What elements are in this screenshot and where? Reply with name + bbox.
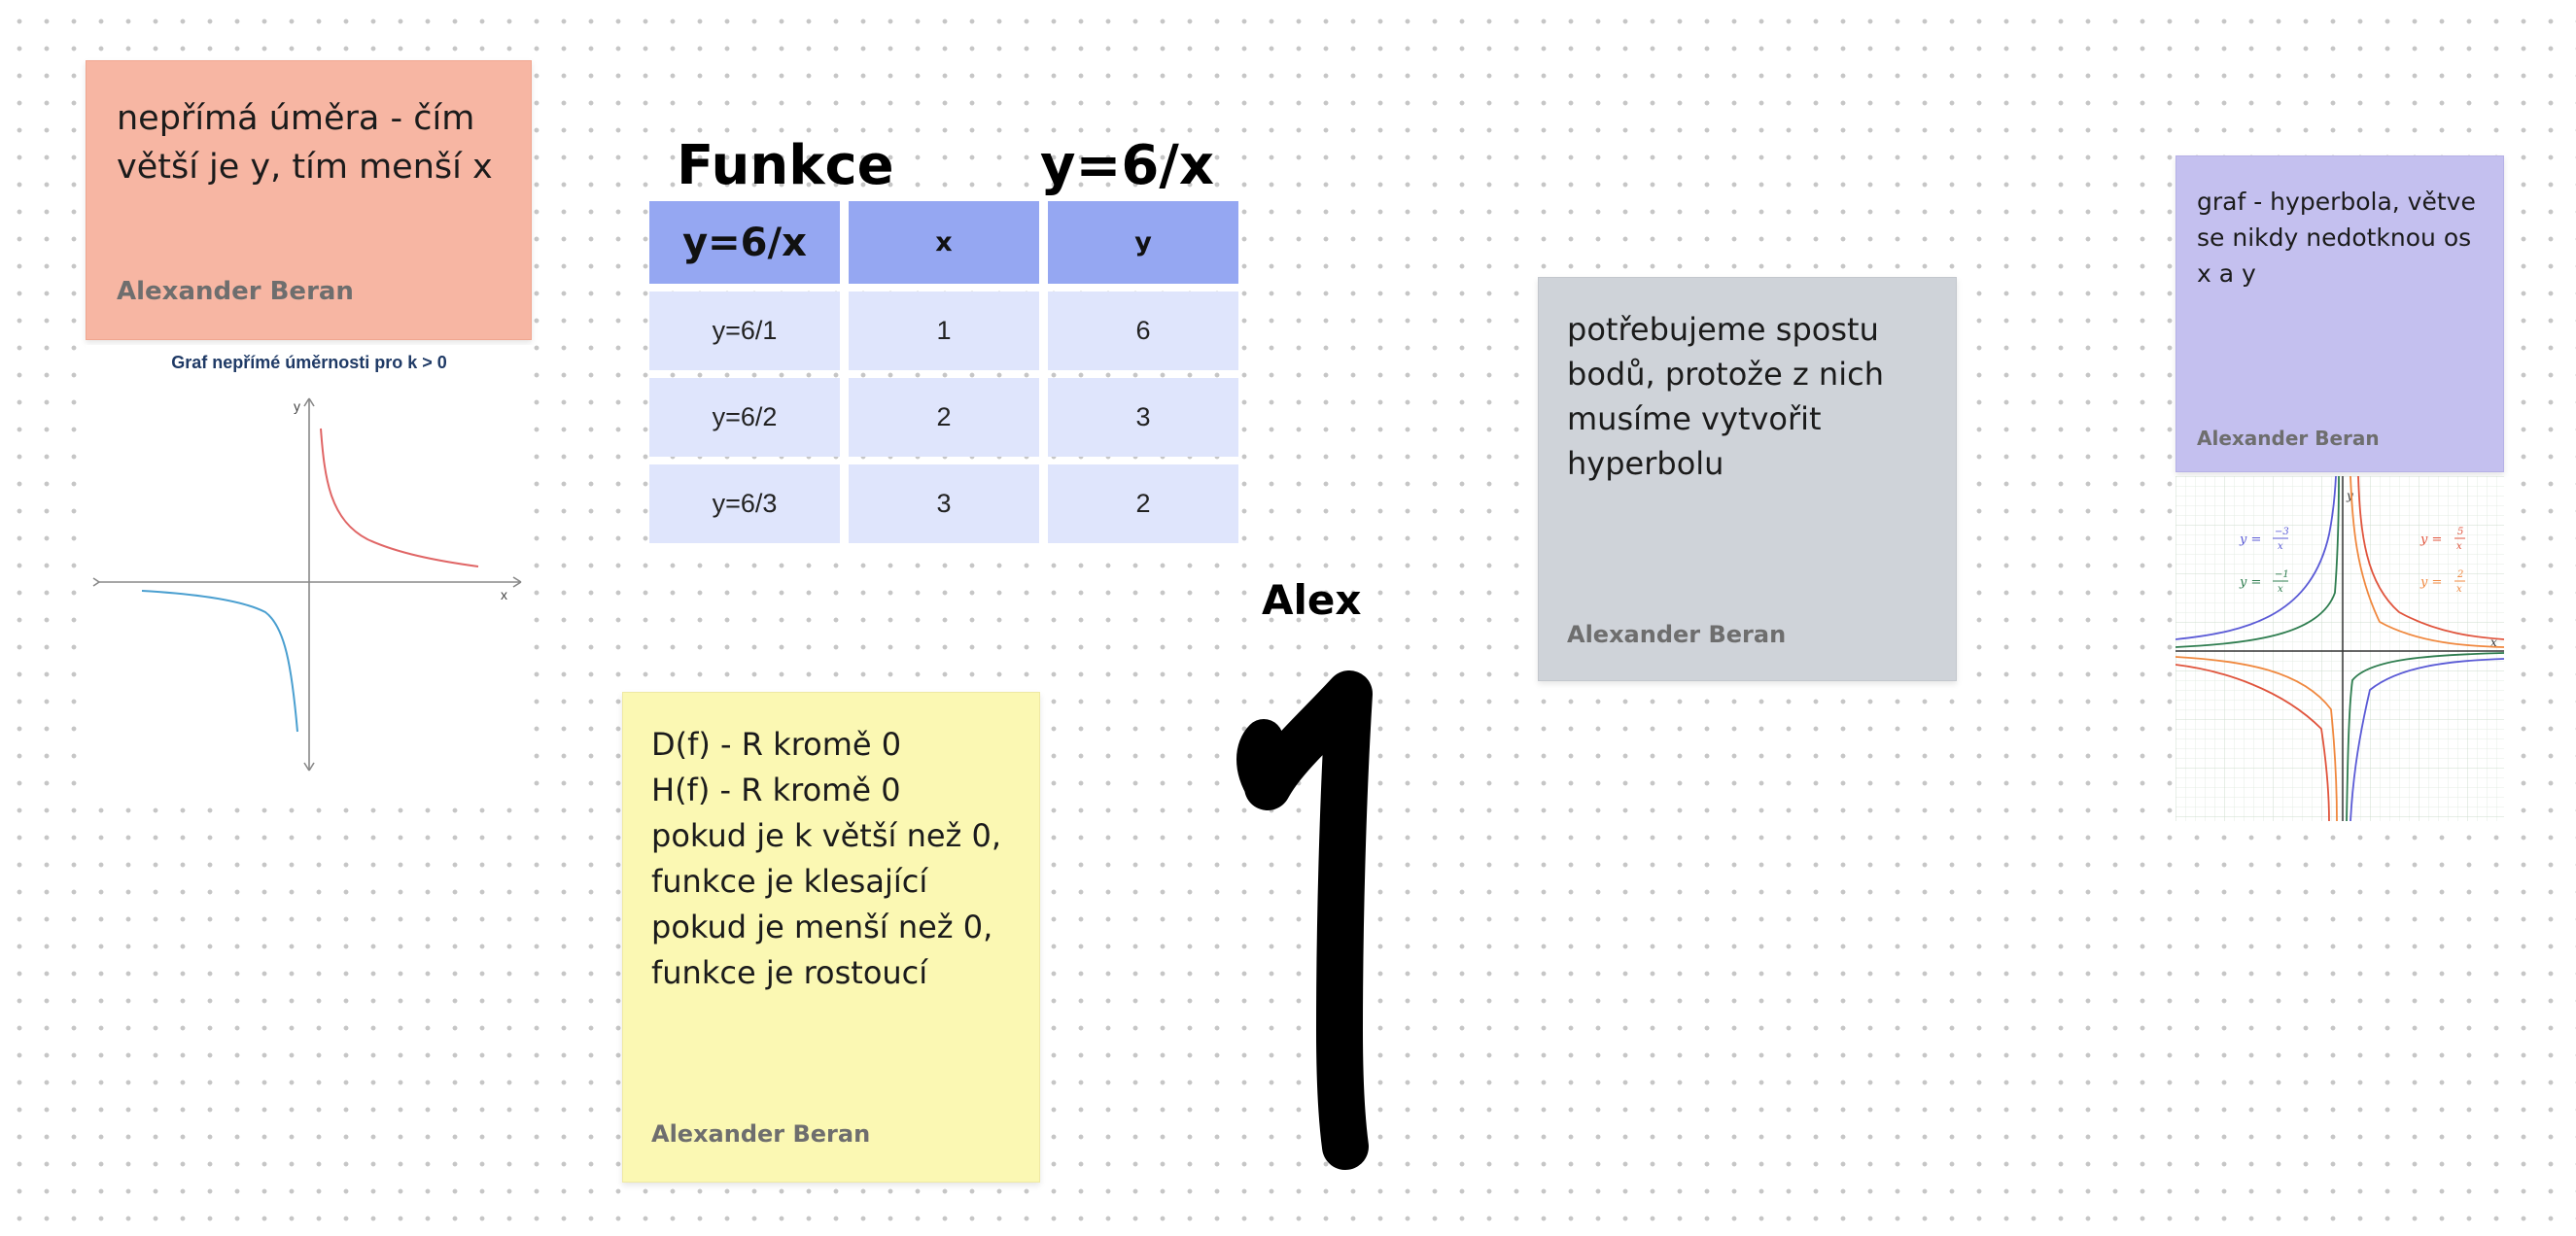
curve-neg3-right <box>2350 658 2504 821</box>
svg-text:x: x <box>2278 541 2283 552</box>
svg-text:y =: y = <box>2239 575 2261 590</box>
table-cell: 3 <box>1048 378 1238 457</box>
svg-text:x: x <box>2456 541 2462 552</box>
table-cell: y=6/2 <box>649 378 840 457</box>
svg-text:x: x <box>2278 584 2283 595</box>
function-value-table[interactable]: y=6/x x y y=6/1 1 6 y=6/2 2 3 y=6/3 3 2 <box>641 193 1247 551</box>
title-funkce: Funkce <box>677 134 894 197</box>
table-header-formula: y=6/x <box>649 201 840 284</box>
table-header-x: x <box>849 201 1039 284</box>
axis-y-label: y <box>2346 489 2353 502</box>
svg-text:−1: −1 <box>2275 569 2289 580</box>
label-y-neg1: y = −1 x <box>2239 569 2289 595</box>
svg-text:y =: y = <box>2239 532 2261 547</box>
curve-pos2-right <box>2350 476 2504 648</box>
note-text: nepřímá úměra - čím větší je y, tím menš… <box>117 99 493 187</box>
title-function-formula: y=6/x <box>1040 134 1214 197</box>
graph-plot: y x <box>92 397 522 772</box>
table-row: y=6/3 3 2 <box>649 464 1238 543</box>
table-cell: y=6/3 <box>649 464 840 543</box>
alex-label: Alex <box>1262 576 1362 624</box>
hyperbola-family-graph-image[interactable]: x y y = −3 x y = −1 x y = 5 <box>2176 476 2504 821</box>
curve-pos5-left <box>2176 664 2330 821</box>
table-cell: 2 <box>849 378 1039 457</box>
table-cell: 2 <box>1048 464 1238 543</box>
curve-neg3-left <box>2176 476 2337 640</box>
sticky-note-yellow[interactable]: D(f) - R kromě 0 H(f) - R kromě 0 pokud … <box>622 692 1040 1183</box>
label-y-pos2: y = 2 x <box>2419 569 2465 595</box>
x-axis-label: x <box>501 587 507 602</box>
svg-text:5: 5 <box>2457 527 2463 537</box>
curve-neg1-left <box>2176 476 2340 648</box>
hand-drawn-one-drawing[interactable] <box>1225 670 1390 1176</box>
note-author: Alexander Beran <box>2197 427 2380 450</box>
svg-text:y =: y = <box>2419 575 2442 590</box>
hyperbola-plot: x y y = −3 x y = −1 x y = 5 <box>2176 476 2504 821</box>
note-text: graf - hyperbola, větve se nikdy nedotkn… <box>2197 188 2476 288</box>
label-y-pos5: y = 5 x <box>2419 527 2465 552</box>
graph-caption: Graf nepřímé úměrnosti pro k > 0 <box>171 353 447 372</box>
label-y-neg3: y = −3 x <box>2239 527 2289 552</box>
table-cell: 6 <box>1048 292 1238 370</box>
curve-neg1-right <box>2346 652 2504 821</box>
table-cell: 3 <box>849 464 1039 543</box>
svg-text:x: x <box>2456 584 2462 595</box>
svg-text:y =: y = <box>2419 532 2442 547</box>
note-author: Alexander Beran <box>117 277 354 306</box>
sticky-note-purple[interactable]: graf - hyperbola, větve se nikdy nedotkn… <box>2176 155 2504 472</box>
inverse-proportion-graph-image[interactable]: Graf nepřímé úměrnosti pro k > 0 y x <box>86 345 533 787</box>
curve-pos2-left <box>2176 656 2338 821</box>
table-row: y=6/1 1 6 <box>649 292 1238 370</box>
positive-branch <box>320 428 479 567</box>
table-cell: 1 <box>849 292 1039 370</box>
sticky-note-gray[interactable]: potřebujeme spostu bodů, protože z nich … <box>1538 277 1957 681</box>
sticky-note-salmon[interactable]: nepřímá úměra - čím větší je y, tím menš… <box>86 60 532 340</box>
axis-x-label: x <box>2490 635 2497 649</box>
note-author: Alexander Beran <box>651 1120 871 1148</box>
note-text: D(f) - R kromě 0 H(f) - R kromě 0 pokud … <box>651 726 1002 991</box>
curve-pos5-right <box>2357 476 2504 640</box>
note-text: potřebujeme spostu bodů, protože z nich … <box>1567 311 1884 482</box>
svg-text:−3: −3 <box>2275 527 2289 537</box>
table-cell: y=6/1 <box>649 292 840 370</box>
formula-labels: y = −3 x y = −1 x y = 5 x y = 2 x <box>2239 527 2465 595</box>
negative-branch <box>141 590 298 733</box>
note-author: Alexander Beran <box>1567 621 1787 648</box>
table-row: y=6/2 2 3 <box>649 378 1238 457</box>
y-axis-label: y <box>294 398 300 414</box>
table-header-y: y <box>1048 201 1238 284</box>
svg-text:2: 2 <box>2456 569 2463 580</box>
